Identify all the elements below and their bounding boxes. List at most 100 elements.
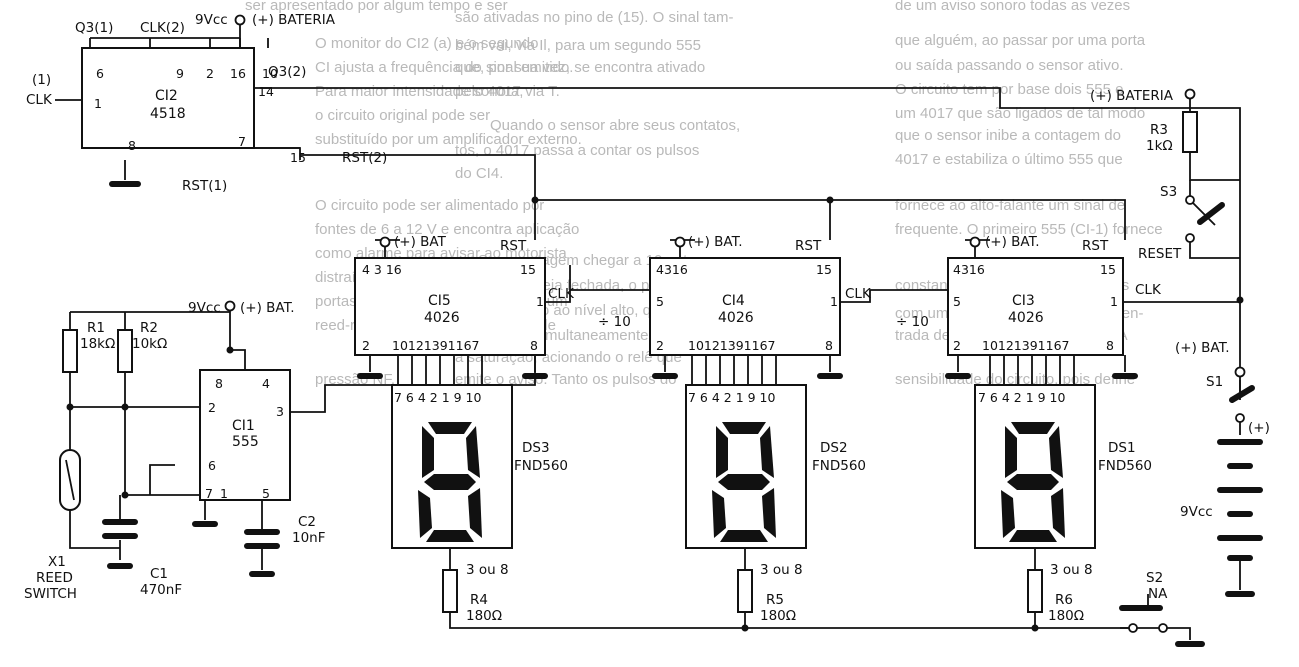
ci2-name: CI2 [155, 88, 178, 104]
display-segment [760, 426, 774, 478]
bg-line: ser apresentado por algum tempo e ser [245, 0, 508, 14]
display-segment [422, 426, 434, 478]
ds1-pins: 7 6 4 2 1 9 10 [978, 390, 1066, 405]
terminals [224, 14, 1246, 378]
ci3-div10: ÷ 10 [896, 314, 929, 330]
r1-value: 18kΩ [80, 336, 115, 352]
r1-label: R1 [87, 320, 105, 336]
rst-1-label: RST(1) [182, 178, 227, 194]
vcc-bat-plus-label: (+) BAT. [240, 300, 295, 316]
switch-s1: (+) BAT. S1 [1175, 340, 1255, 423]
bg-line: ou saída passando o sensor ativo. [895, 57, 1124, 74]
s1-label: S1 [1206, 374, 1223, 390]
clk-2-label: CLK(2) [140, 20, 185, 36]
ci2-4518: CI2 4518 6 9 2 16 10 1 14 8 7 15 Q3(1) C… [26, 12, 387, 194]
display-segment [1001, 490, 1015, 538]
switch-s2: S2 NA [1119, 570, 1168, 633]
reset-label: RESET [1138, 246, 1182, 262]
wires [55, 24, 1241, 640]
reed-label: REED [36, 570, 73, 586]
bg-line: emite o aviso. Tanto os pulsos do [455, 371, 677, 388]
q3-1-label: Q3(1) [75, 20, 113, 36]
vcc-bat-label: 9Vcc [188, 300, 221, 316]
battery-9vcc: (+) 9Vcc [1180, 420, 1270, 597]
display-segment [424, 474, 476, 490]
ci3-rst: RST [1082, 238, 1109, 254]
ci5-pin8: 8 [530, 338, 538, 353]
display-ds1: 7 6 4 2 1 9 10 DS1 FND560 [974, 384, 1152, 549]
resistor-r6: 3 ou 8 R6 180Ω [1027, 562, 1093, 624]
r5-label: R5 [766, 592, 784, 608]
bg-line: que alguém, ao passar por uma porta [895, 32, 1146, 49]
ci2-pin10: 10 [262, 66, 278, 81]
ci5-rst: RST [500, 238, 527, 254]
ci1-pin3: 3 [276, 404, 284, 419]
ci1-555: CI1 555 8 4 2 3 6 7 1 5 9Vcc (+) BAT. [188, 300, 295, 501]
ci5-part: 4026 [424, 310, 460, 326]
r6-com: 3 ou 8 [1050, 562, 1093, 578]
ds3-label: DS3 [522, 440, 550, 456]
ci3-pin8: 8 [1106, 338, 1114, 353]
resistor-r5: 3 ou 8 R5 180Ω [737, 562, 803, 624]
ci2-pin2: 2 [206, 66, 214, 81]
bg-line: que o sensor inibe a contagem do [895, 127, 1121, 144]
ci1-pin5: 5 [262, 486, 270, 501]
ci4-4026: 4316 15 5 CI4 4026 1 2 8 10121391167 RST… [598, 234, 872, 356]
display-segment [762, 488, 776, 538]
seven-segment-digit [1001, 422, 1065, 542]
display-segment [1009, 530, 1057, 542]
q3-2-label: Q3(2) [268, 64, 306, 80]
bg-line: substituído por um amplificador externo. [315, 131, 582, 148]
r4-com: 3 ou 8 [466, 562, 509, 578]
seven-segment-digit [712, 422, 776, 542]
display-segment [428, 422, 472, 434]
r5-com: 3 ou 8 [760, 562, 803, 578]
bg-line: 4017 e estabiliza o último 555 que [895, 151, 1123, 168]
bg-line: que, por sua vez, se encontra ativado [455, 59, 705, 76]
display-segment [1011, 422, 1055, 434]
r5-value: 180Ω [760, 608, 796, 624]
ci3-4026: 4316 15 5 CI3 4026 1 2 8 10121391167 RST… [896, 234, 1162, 356]
bg-line: bém vai, via Il, para um segundo 555 [455, 37, 701, 54]
seven-segment-digit [418, 422, 482, 542]
switch-label: SWITCH [24, 586, 77, 602]
resistor-r4: 3 ou 8 R4 180Ω [442, 562, 509, 624]
ci4-clk: CLK [845, 286, 872, 302]
ci4-pin8: 8 [825, 338, 833, 353]
display-segment [720, 530, 768, 542]
ci5-bat: (+) BAT [394, 234, 447, 250]
ground-marks [109, 181, 1205, 647]
ci1-pin4: 4 [262, 376, 270, 391]
resistor-r1: R1 18kΩ [62, 320, 115, 373]
r2-value: 10kΩ [132, 336, 167, 352]
clk-1b-label: CLK [26, 92, 53, 108]
ci1-pin8: 8 [215, 376, 223, 391]
ci1-pin7: 7 [205, 486, 213, 501]
bg-line: Para maior intensidade sonora, [315, 83, 523, 100]
bg-line: um 4017 que são ligados de tal modo [895, 105, 1145, 122]
c1-label: C1 [150, 566, 168, 582]
battery-vcc: 9Vcc [1180, 504, 1213, 520]
bg-line: O circuito pode ser alimentado por [315, 197, 544, 214]
bateria-top-label: (+) BATERIA [252, 12, 336, 28]
ci5-pins-top: 4 3 16 [362, 262, 402, 277]
ci5-pin15: 15 [520, 262, 536, 277]
resistor-r2: R2 10kΩ [117, 320, 167, 373]
switch-s3-reset: S3 RESET [1138, 184, 1225, 262]
display-segment [1049, 426, 1063, 478]
display-segment [1051, 488, 1065, 538]
ci1-name: CI1 [232, 418, 255, 434]
ci2-pin1: 1 [94, 96, 102, 111]
ci2-pin7: 7 [238, 134, 246, 149]
ci3-pins-top: 4316 [953, 262, 985, 277]
bg-line: são ativadas no pino de (15). O sinal ta… [455, 9, 733, 26]
ci4-rst: RST [795, 238, 822, 254]
resistor-r3: (+) BATERIA R3 1kΩ [1090, 88, 1198, 154]
display-ds3: 7 6 4 2 1 9 10 DS3 FND560 [391, 384, 568, 549]
ci1-pin6: 6 [208, 458, 216, 473]
capacitor-c1: C1 470nF [102, 519, 182, 598]
reed-switch-x1: X1 REED SWITCH [24, 449, 81, 602]
ci5-4026: 4 3 16 15 CI5 4026 1 2 8 10121391167 RST… [354, 234, 575, 356]
vcc-top-label: 9Vcc [195, 12, 228, 28]
r3-label: R3 [1150, 122, 1168, 138]
